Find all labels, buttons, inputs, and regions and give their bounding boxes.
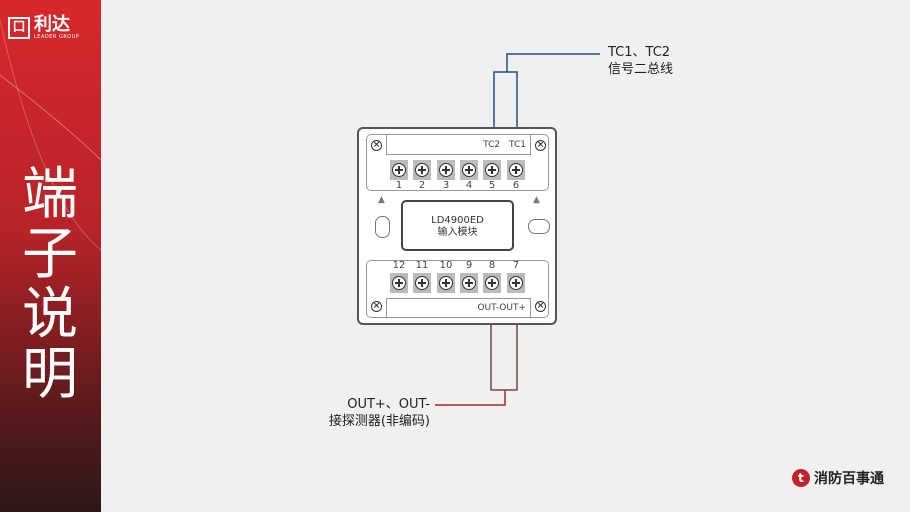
tc-line2: 信号二总线 <box>608 62 674 77</box>
triangle-marker-icon: ▲ <box>378 195 385 205</box>
bottom-label: OUT-OUT+ <box>386 298 531 318</box>
terminal-screw-icon <box>507 273 525 293</box>
out-line1: OUT+、OUT- <box>347 397 430 412</box>
terminal-screw-icon <box>413 160 431 180</box>
triangle-marker-icon: ▲ <box>533 195 540 205</box>
terminal-number: 3 <box>442 180 450 191</box>
brand-logo-icon: t <box>792 469 810 487</box>
terminal-screw-icon <box>460 160 478 180</box>
terminal-number: 10 <box>439 260 453 271</box>
title-char: 说 <box>22 282 78 347</box>
screw-icon: × <box>371 140 382 151</box>
module-name: 输入模块 <box>437 227 478 238</box>
terminal-screw-icon <box>483 160 501 180</box>
title-char: 端 <box>22 162 78 227</box>
terminal-screw-icon <box>390 160 408 180</box>
terminal-number: 5 <box>488 180 496 191</box>
terminal-number: 8 <box>488 260 496 271</box>
terminal-number: 7 <box>512 260 520 271</box>
leader-logo: 口 利达 LEADER GROUP <box>8 16 79 40</box>
terminal-screw-icon <box>507 160 525 180</box>
terminal-number: 4 <box>465 180 473 191</box>
module-label: LD4900ED 输入模块 <box>401 200 514 251</box>
terminal-number: 11 <box>415 260 429 271</box>
screw-icon: × <box>535 140 546 151</box>
top-label: TC2 TC1 <box>386 134 531 155</box>
decorative-arcs <box>0 19 101 251</box>
logo-mark-icon: 口 <box>8 17 30 39</box>
screw-icon: × <box>535 301 546 312</box>
terminal-screw-icon <box>483 273 501 293</box>
sidebar: 口 利达 LEADER GROUP 端 子 说 明 <box>0 0 101 512</box>
screw-icon: × <box>371 301 382 312</box>
out-wire <box>435 324 518 406</box>
terminal-screw-icon <box>460 273 478 293</box>
terminal-screw-icon <box>413 273 431 293</box>
oval-slot-icon <box>528 219 550 234</box>
tc-annotation: TC1、TC2 信号二总线 <box>608 44 673 78</box>
terminal-number: 2 <box>418 180 426 191</box>
terminal-number: 6 <box>512 180 520 191</box>
logo-en: LEADER GROUP <box>34 34 80 40</box>
brand-watermark: t 消防百事通 <box>792 468 884 488</box>
oval-slot-icon <box>375 216 390 238</box>
brand-text: 消防百事通 <box>814 471 884 487</box>
terminal-screw-icon <box>437 160 455 180</box>
terminal-screw-icon <box>390 273 408 293</box>
title-char: 子 <box>22 222 78 287</box>
terminal-number: 1 <box>395 180 403 191</box>
model-number: LD4900ED <box>431 215 484 226</box>
bus-wire <box>493 53 600 128</box>
tc-line1: TC1、TC2 <box>608 45 671 60</box>
terminal-screw-icon <box>437 273 455 293</box>
out-annotation: OUT+、OUT- 接探测器(非编码) <box>300 396 430 430</box>
out-line2: 接探测器(非编码) <box>328 414 430 429</box>
page-title: 端 子 说 明 <box>18 165 82 405</box>
logo-cn: 利达 <box>34 14 70 35</box>
terminal-number: 9 <box>465 260 473 271</box>
title-char: 明 <box>22 342 78 407</box>
terminal-number: 12 <box>392 260 406 271</box>
